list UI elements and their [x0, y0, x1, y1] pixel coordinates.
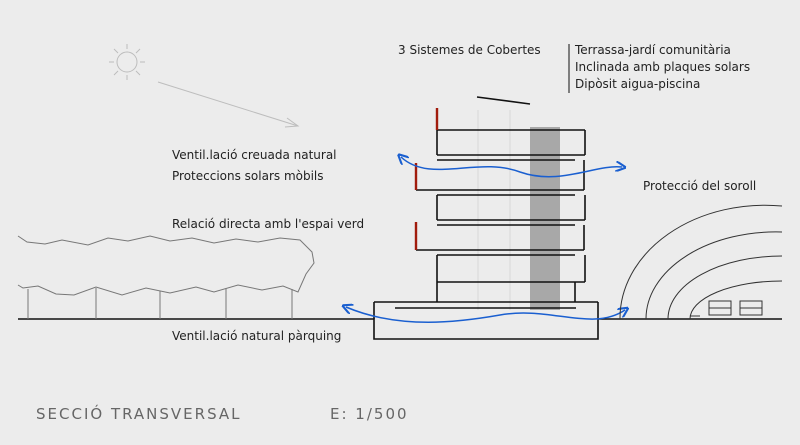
noise-protection-label: Protecció del soroll: [643, 179, 756, 193]
scale-label: E: 1/500: [330, 405, 409, 423]
roof-system-item: Inclinada amb plaques solars: [575, 60, 750, 74]
parking-ventilation-arrow: [346, 307, 625, 323]
roof-system-item: Dipòsit aigua-piscina: [575, 77, 700, 91]
roof-system-item: Terrassa-jardí comunitària: [574, 43, 731, 57]
sun-icon: [109, 44, 145, 80]
solar-protection-label: Proteccions solars mòbils: [172, 169, 324, 183]
ground-line: [18, 318, 782, 340]
building-section: [373, 96, 599, 319]
cross-ventilation-label: Ventil.lació creuada natural: [172, 148, 337, 162]
sun-ray-arrow: [157, 81, 300, 128]
parking-ventilation-label: Ventil.lació natural pàrquing: [172, 329, 341, 343]
noise-arcs: [619, 204, 783, 320]
ventilation-arrows: [346, 157, 625, 323]
roof-systems-heading: 3 Sistemes de Cobertes: [398, 43, 541, 57]
tree-canopy: [17, 235, 315, 319]
cross-ventilation-arrow: [401, 157, 622, 178]
section-title: SECCIÓ TRANSVERSAL: [36, 404, 242, 423]
green-space-label: Relació directa amb l'espai verd: [172, 217, 364, 231]
vehicles: [690, 300, 763, 317]
